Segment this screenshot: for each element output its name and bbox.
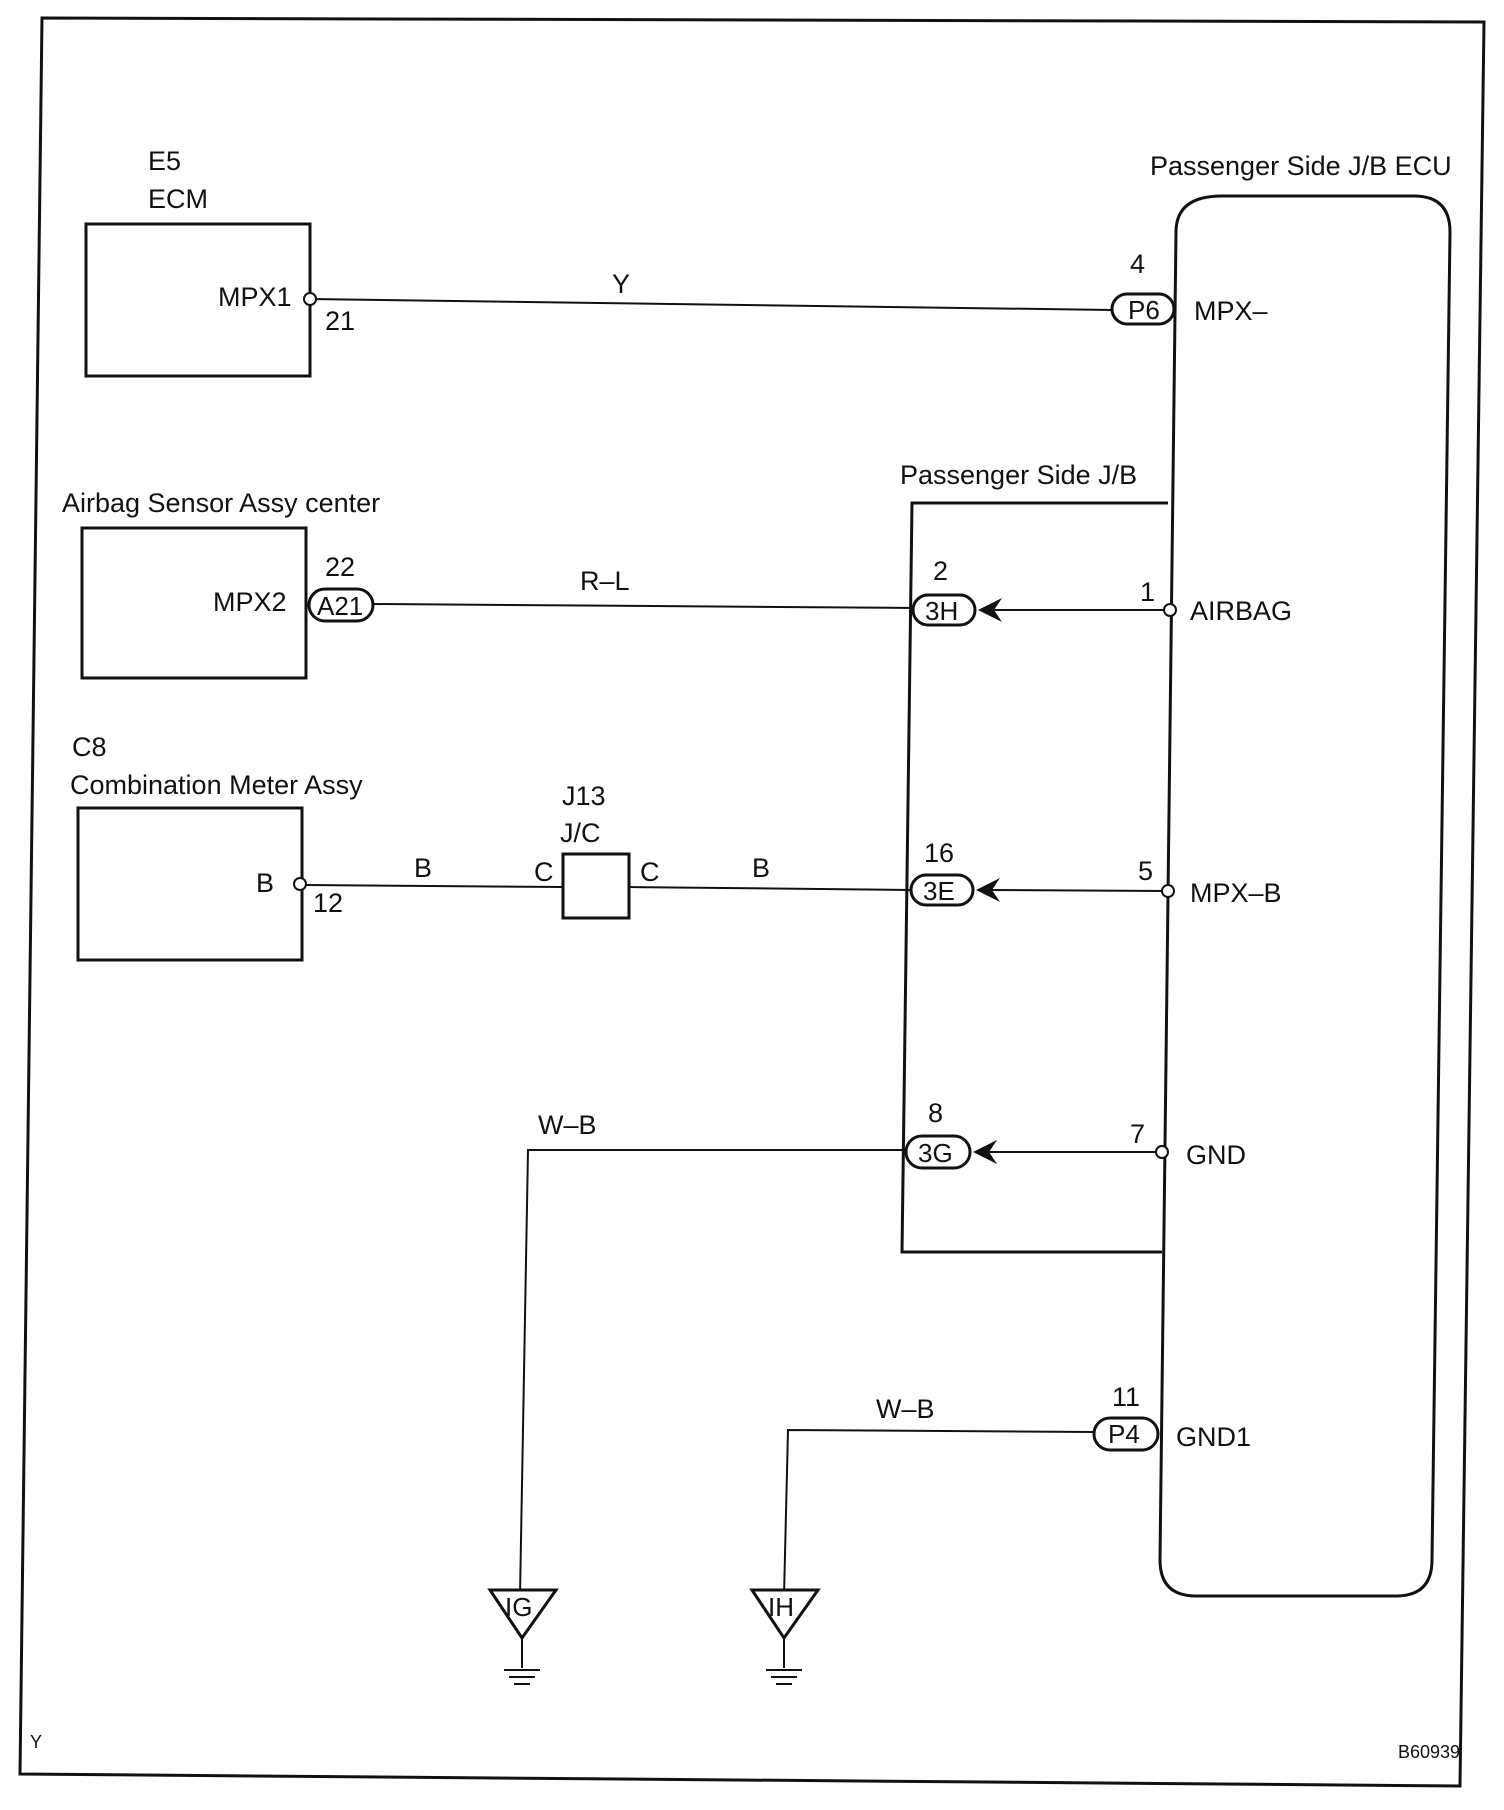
wire-b-meter-jc-label: B bbox=[414, 853, 432, 883]
jc-box bbox=[561, 852, 631, 920]
jb-3g-arrow bbox=[973, 1140, 997, 1164]
airbag-sensor-box bbox=[80, 526, 308, 680]
jb-connector-3h-label: 3H bbox=[925, 596, 958, 626]
ecu-pin7-name: GND bbox=[1186, 1140, 1246, 1170]
jc-code: J13 bbox=[562, 781, 606, 811]
jb-3e-pin: 16 bbox=[924, 838, 954, 868]
jc-right-terminal: C bbox=[640, 857, 660, 887]
ecu-pin5-name: MPX–B bbox=[1190, 878, 1282, 908]
airbag-connector-a21-label: A21 bbox=[317, 591, 363, 621]
ecu-connector-p6 bbox=[1110, 292, 1176, 326]
jb-box bbox=[900, 501, 1168, 1254]
corner-label-left: Y bbox=[30, 1732, 42, 1752]
ecu-pin11-name: GND1 bbox=[1176, 1422, 1251, 1452]
corner-label-right: B60939 bbox=[1398, 1742, 1460, 1762]
outer-frame bbox=[18, 16, 1486, 1788]
ecu-pin7-number: 7 bbox=[1130, 1119, 1145, 1149]
ground-ig-symbol bbox=[487, 1588, 559, 1685]
ecu-pin7-terminal bbox=[1155, 1145, 1169, 1159]
ecu-pin11-number: 11 bbox=[1112, 1382, 1140, 1412]
ecm-pin-terminal bbox=[303, 292, 317, 306]
wire-wb-ih-label: W–B bbox=[876, 1394, 935, 1424]
meter-pin-number: 12 bbox=[313, 888, 343, 918]
ecu-connector-p4 bbox=[1092, 1416, 1160, 1452]
jb-3g-pin: 8 bbox=[928, 1098, 943, 1128]
meter-pin-name: B bbox=[256, 868, 274, 898]
wire-y bbox=[309, 298, 1113, 311]
wire-wb-ig bbox=[519, 1149, 906, 1597]
ground-ig-label: IG bbox=[505, 1592, 532, 1622]
jb-ecu-box bbox=[1158, 194, 1452, 1598]
ecu-pin1-terminal bbox=[1163, 603, 1177, 617]
ecm-pin-number: 21 bbox=[325, 306, 355, 336]
wire-3e-mpxb bbox=[991, 889, 1169, 892]
airbag-sensor-pin-number: 22 bbox=[325, 552, 355, 582]
jb-connector-3e-label: 3E bbox=[923, 876, 955, 906]
jb-connector-3g bbox=[904, 1134, 972, 1170]
jb-ecu-title: Passenger Side J/B ECU bbox=[1150, 151, 1452, 181]
ecu-pin5-number: 5 bbox=[1138, 856, 1153, 886]
jb-3h-pin: 2 bbox=[933, 556, 948, 586]
jb-connector-3e bbox=[909, 873, 975, 907]
jc-left-terminal: C bbox=[534, 857, 554, 887]
meter-pin-terminal bbox=[293, 877, 307, 891]
jb-title: Passenger Side J/B bbox=[900, 460, 1137, 490]
jb-3h-arrow bbox=[978, 598, 1002, 622]
airbag-sensor-name: Airbag Sensor Assy center bbox=[62, 488, 380, 518]
ecu-connector-p6-label: P6 bbox=[1128, 295, 1160, 325]
wire-y-label: Y bbox=[612, 269, 630, 299]
ecu-pin1-number: 1 bbox=[1140, 577, 1155, 607]
meter-code: C8 bbox=[72, 732, 107, 762]
wire-wb-ih bbox=[783, 1428, 1095, 1597]
airbag-sensor-pin-name: MPX2 bbox=[213, 587, 287, 617]
ecu-pin1-name: AIRBAG bbox=[1190, 596, 1292, 626]
ground-ih-symbol bbox=[749, 1588, 821, 1685]
wire-r-l-label: R–L bbox=[580, 566, 630, 596]
wire-r-l bbox=[372, 603, 917, 609]
ground-ih-label: IH bbox=[768, 1592, 794, 1622]
wire-wb-ig-label: W–B bbox=[538, 1110, 597, 1140]
jb-connector-3h bbox=[911, 593, 977, 627]
jc-name: J/C bbox=[560, 818, 601, 848]
ecm-code: E5 bbox=[148, 146, 181, 176]
jb-3e-arrow bbox=[976, 878, 1000, 902]
jb-connector-3g-label: 3G bbox=[918, 1138, 953, 1168]
wire-b-jc-jb-label: B bbox=[752, 853, 770, 883]
ecm-pin-name: MPX1 bbox=[218, 282, 292, 312]
ecu-pin5-terminal bbox=[1161, 884, 1175, 898]
ecm-name: ECM bbox=[148, 184, 208, 214]
wire-b-meter-jc bbox=[305, 884, 564, 888]
ecu-pin4-name: MPX– bbox=[1194, 296, 1268, 326]
meter-name: Combination Meter Assy bbox=[70, 770, 363, 800]
wire-b-jc-jb bbox=[628, 886, 911, 891]
ecu-pin4-number: 4 bbox=[1130, 249, 1145, 279]
ecu-connector-p4-label: P4 bbox=[1108, 1419, 1140, 1449]
